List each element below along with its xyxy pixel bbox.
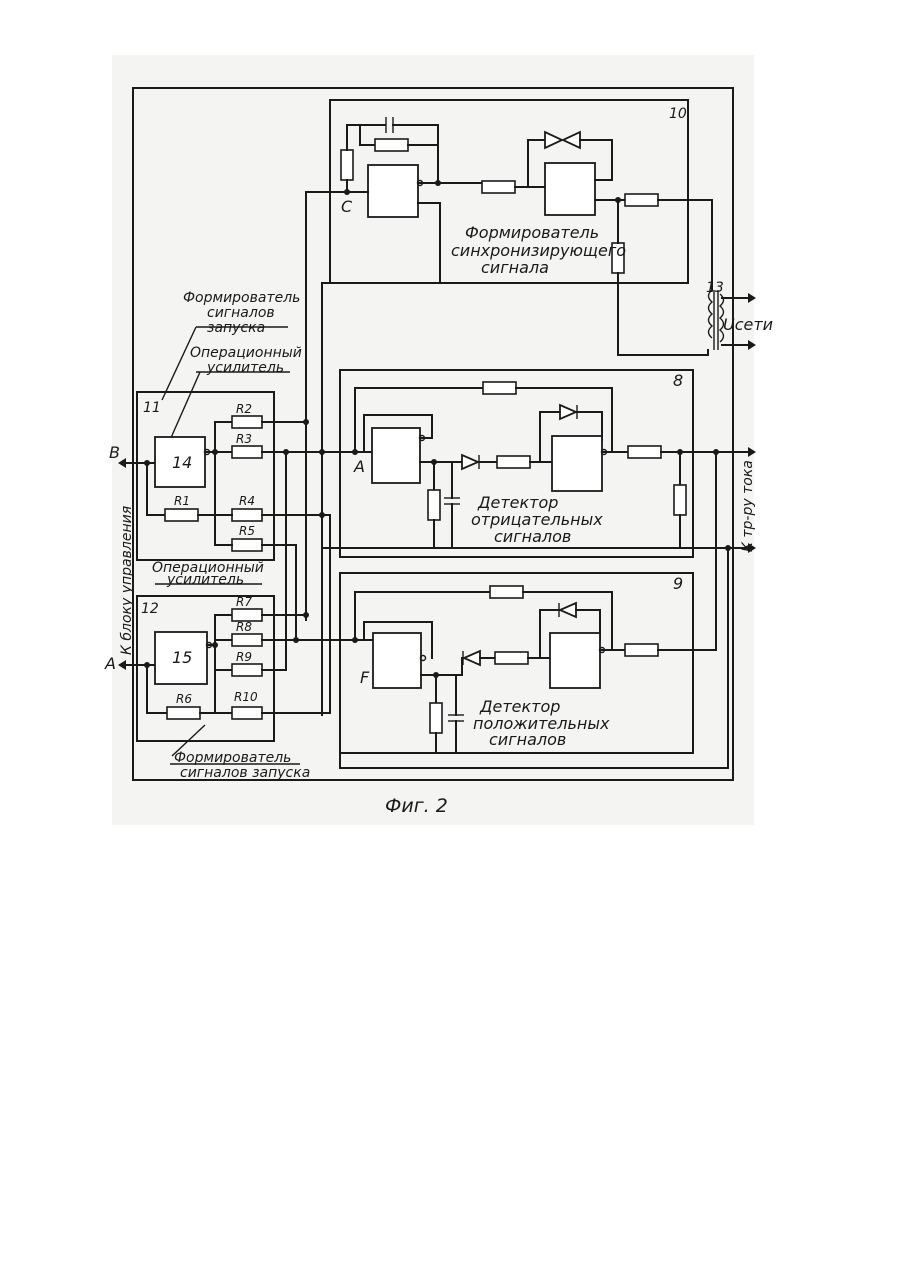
- resistor-r4: [232, 509, 262, 521]
- block-10-comparator: [368, 165, 418, 217]
- annotation-trigger-former-bottom-2: сигналов запуска: [180, 765, 310, 781]
- diode-icon: [462, 455, 478, 469]
- block-9-number: 9: [673, 574, 683, 593]
- resistor-r8: [232, 634, 262, 646]
- resistor-block-8-top: [483, 382, 516, 394]
- block-8-comparator: [372, 428, 420, 483]
- resistor-block-9-load: [430, 703, 442, 733]
- annotation-opamp-top-2: усилитель: [206, 360, 284, 376]
- resistor-block-9-output: [625, 644, 658, 656]
- block-8-output-stage: [552, 436, 602, 491]
- junction: [319, 512, 325, 518]
- block-10-number: 10: [669, 106, 687, 122]
- annotation-opamp-top-1: Операционный: [190, 345, 302, 361]
- block-10-output-stage: [545, 163, 595, 215]
- input-a-label: A: [104, 654, 116, 673]
- arrow-icon: [748, 293, 756, 303]
- block-10-caption-line-1: Формирователь: [465, 223, 599, 242]
- resistor-block-10-feedback: [375, 139, 408, 151]
- transformer-number: 13: [706, 280, 724, 296]
- resistor-block-8-shunt: [674, 485, 686, 515]
- resistor-r3: [232, 446, 262, 458]
- resistor-r10-label: R10: [234, 690, 258, 704]
- diode-icon: [560, 603, 576, 617]
- arrow-icon: [748, 340, 756, 350]
- annotation-trigger-former-top-1: Формирователь: [183, 290, 300, 306]
- resistor-r4-label: R4: [239, 494, 255, 508]
- figure-caption: Фиг. 2: [385, 795, 448, 817]
- node-label-f: F: [360, 668, 370, 687]
- resistor-r8-label: R8: [236, 620, 252, 634]
- block-8-number: 8: [673, 371, 683, 390]
- resistor-r9-label: R9: [236, 650, 252, 664]
- transformer-primary-coil: [709, 290, 713, 338]
- current-regulator-label: К тр-ру тока: [740, 460, 756, 552]
- node-label-a: A: [353, 457, 365, 476]
- block-10-caption-line-3: сигнала: [481, 258, 549, 277]
- annotation-opamp-bottom-2: усилитель: [166, 572, 244, 588]
- annotation-trigger-former-top-3: запуска: [207, 320, 265, 336]
- diode-icon: [560, 405, 576, 419]
- resistor-block-10-coupling: [482, 181, 515, 193]
- block-8-caption-line-3: сигналов: [494, 527, 571, 546]
- opamp-14-number: 14: [172, 453, 192, 472]
- resistor-block-8-output: [628, 446, 661, 458]
- block-9-output-stage: [550, 633, 600, 688]
- resistor-block-8-series: [497, 456, 530, 468]
- block-12-number: 12: [141, 601, 159, 617]
- resistor-r5-label: R5: [239, 524, 255, 538]
- resistor-block-8-load: [428, 490, 440, 520]
- leader-line: [170, 372, 200, 440]
- junction: [303, 612, 309, 618]
- opamp-15-number: 15: [172, 648, 192, 667]
- zener-diode: [545, 132, 562, 148]
- control-unit-label: К блоку управления: [119, 506, 135, 655]
- resistor-r5: [232, 539, 262, 551]
- mains-voltage-label: Uсети: [723, 315, 773, 334]
- resistor-block-10-input: [341, 150, 353, 180]
- arrow-icon: [118, 660, 126, 670]
- node-label-c: C: [341, 197, 353, 216]
- arrow-icon: [748, 447, 756, 457]
- resistor-r2: [232, 416, 262, 428]
- leader-line: [162, 327, 196, 400]
- zener-diode: [563, 132, 580, 148]
- diode-icon: [464, 651, 480, 665]
- junction: [615, 197, 621, 203]
- resistor-block-9-series: [495, 652, 528, 664]
- resistor-r6-label: R6: [176, 692, 192, 706]
- junction: [319, 449, 325, 455]
- input-b-label: B: [109, 443, 120, 462]
- resistor-r10: [232, 707, 262, 719]
- annotation-trigger-former-top-2: сигналов: [207, 305, 275, 321]
- block-9-comparator: [373, 633, 421, 688]
- junction: [303, 419, 309, 425]
- block-9-caption-line-3: сигналов: [489, 730, 566, 749]
- resistor-r1: [165, 509, 198, 521]
- junction: [212, 642, 218, 648]
- junction: [293, 637, 299, 643]
- junction: [435, 180, 441, 186]
- resistor-r1-label: R1: [174, 494, 190, 508]
- resistor-r9: [232, 664, 262, 676]
- resistor-block-9-top: [490, 586, 523, 598]
- block-11-number: 11: [143, 400, 161, 416]
- resistor-r7-label: R7: [236, 595, 252, 609]
- resistor-r2-label: R2: [236, 402, 252, 416]
- resistor-r6: [167, 707, 200, 719]
- resistor-block-10-output: [625, 194, 658, 206]
- resistor-r3-label: R3: [236, 432, 252, 446]
